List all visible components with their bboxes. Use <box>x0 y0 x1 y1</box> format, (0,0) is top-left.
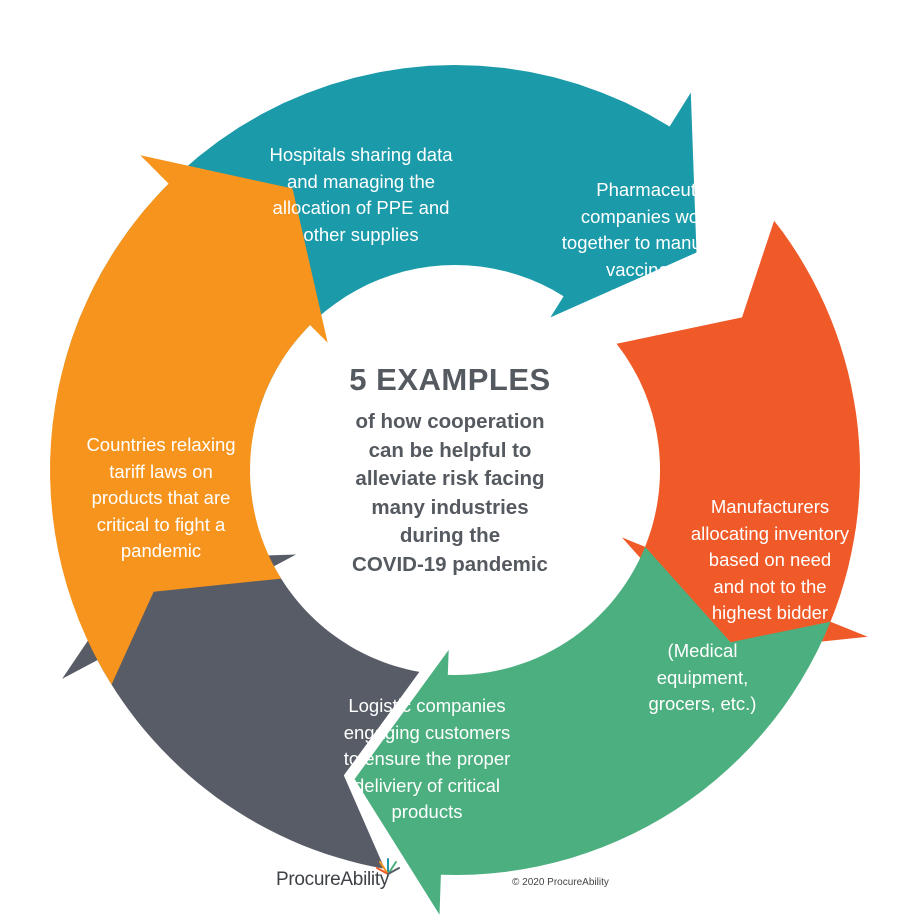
segment-line: Logistic companies <box>348 695 506 716</box>
segment-line: allocating inventory <box>690 522 850 544</box>
segment-line: tariff laws on <box>109 460 213 482</box>
segment-arrow-manufacturers <box>354 546 831 915</box>
segment-line: pandemic <box>120 540 202 561</box>
segment-line: Countries relaxing <box>86 434 236 455</box>
segment-line: Pharmaceutical <box>596 179 724 200</box>
segment-line: therapeutics <box>609 285 711 306</box>
segment-text-hospitals: Hospitals sharing data and managing the … <box>230 142 492 248</box>
segment-note-manufacturers: (Medical equipment, grocers, etc.) <box>610 638 795 718</box>
segment-line: Hospitals sharing data <box>269 144 453 165</box>
segment-note-line: equipment, <box>656 666 749 688</box>
segment-line: products <box>391 801 463 822</box>
segment-line: and managing the <box>286 170 436 192</box>
subtitle-line: many industries <box>371 495 529 519</box>
segment-arrow-pharma <box>616 220 868 652</box>
subtitle-line: COVID-19 pandemic <box>352 552 548 576</box>
segment-line: to ensure the proper <box>343 748 511 769</box>
segment-line: based on need <box>708 549 832 570</box>
segment-line: together to manufacture <box>561 232 759 253</box>
segment-note-line: (Medical <box>667 640 738 661</box>
subtitle-line: of how cooperation <box>355 410 545 433</box>
segment-line: companies working <box>580 205 740 227</box>
procureability-logo: ProcureAbility <box>276 853 416 893</box>
segment-arrow-logistics <box>62 554 420 869</box>
copyright-notice: © 2020 ProcureAbility <box>512 877 609 888</box>
segment-line: other supplies <box>303 223 419 245</box>
segment-line: vaccines and <box>606 258 714 280</box>
segment-line: engaging customers <box>343 721 511 743</box>
starburst-icon <box>376 858 400 875</box>
segment-line: and not to the <box>713 575 827 597</box>
segment-note-line: grocers, etc.) <box>648 693 757 714</box>
segment-text-logistics: Logistic companies engaging customers to… <box>312 693 542 826</box>
segment-text-manufacturers: Manufacturers allocating inventory based… <box>660 494 880 627</box>
segment-line: products that are <box>91 487 231 508</box>
center-title: 5 EXAMPLES <box>349 362 551 397</box>
segment-line: Manufacturers <box>710 496 830 517</box>
segment-line: critical to fight a <box>96 513 226 535</box>
segment-text-countries: Countries relaxing tariff laws on produc… <box>56 432 266 565</box>
subtitle-line: alleviate risk facing <box>355 467 545 490</box>
center-subtitle: of how cooperation can be helpful to all… <box>300 408 600 579</box>
subtitle-line: can be helpful to <box>368 438 532 462</box>
logo-wordmark: ProcureAbility <box>276 869 390 890</box>
segment-line: deliviery of critical <box>354 774 500 796</box>
segment-line: highest bidder <box>711 602 829 623</box>
segment-line: allocation of PPE and <box>272 197 450 218</box>
segment-arrow-countries <box>50 155 328 685</box>
subtitle-line: during the <box>399 524 501 547</box>
segment-text-pharma: Pharmaceutical companies working togethe… <box>530 177 790 310</box>
